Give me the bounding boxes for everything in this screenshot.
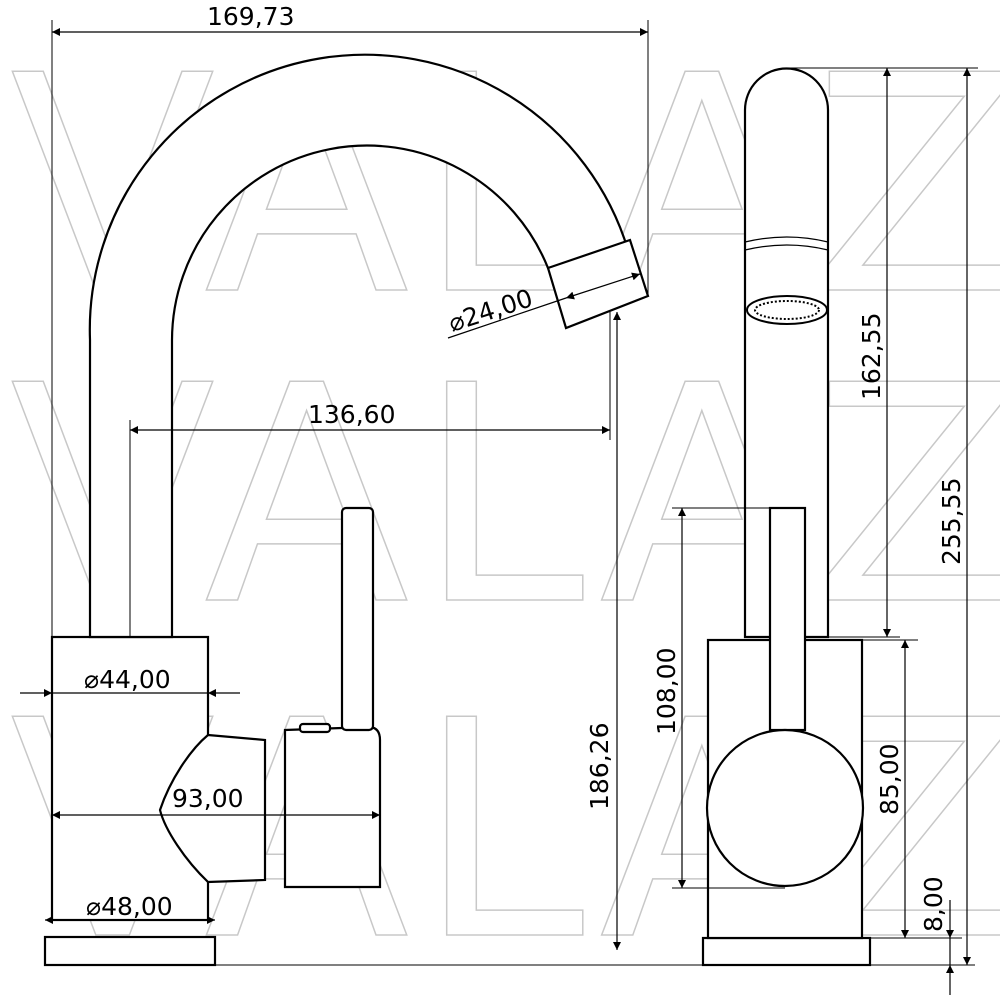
spout-band xyxy=(744,236,829,251)
base-diameter-label: ⌀48,00 xyxy=(86,892,173,921)
base-height-label: 8,00 xyxy=(919,876,948,932)
side-handle-lever xyxy=(768,506,807,732)
body-diameter-label: ⌀44,00 xyxy=(84,665,171,694)
spout-length-label: 162,55 xyxy=(857,313,886,400)
spout-tube xyxy=(88,53,630,639)
overall-width-label: 169,73 xyxy=(207,2,294,31)
side-base-plate xyxy=(701,936,872,967)
body-height-label: 85,00 xyxy=(875,743,904,815)
spout-height-label: 186,26 xyxy=(585,723,614,810)
handle-height-label: 108,00 xyxy=(652,648,681,735)
side-spout xyxy=(743,67,830,639)
handle-depth-label: 93,00 xyxy=(172,784,244,813)
base-plate xyxy=(43,935,217,967)
handle-pin xyxy=(298,722,332,734)
overall-height-label: 255,55 xyxy=(937,478,966,565)
spout-reach-label: 136,60 xyxy=(308,400,395,429)
handle-lever xyxy=(340,506,375,732)
watermark-row-2: VALAZ xyxy=(10,322,1000,671)
handle-knob xyxy=(705,728,865,888)
side-view: 162,55 255,55 108,00 85,00 8,00 xyxy=(652,67,978,995)
front-view: 169,73 ⌀24,00 136,60 186,26 ⌀44,00 93,00… xyxy=(20,2,975,967)
handle-body xyxy=(283,725,382,889)
